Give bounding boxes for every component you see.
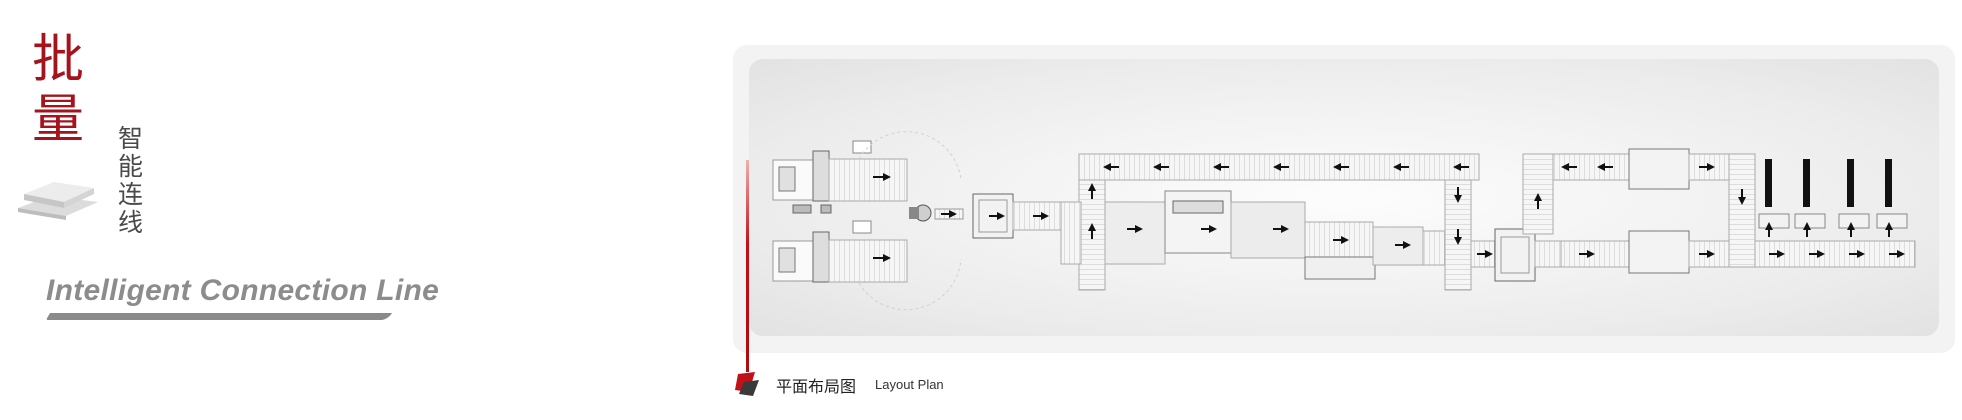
- loading-station-top: [772, 140, 908, 202]
- english-title: Intelligent Connection Line: [46, 274, 440, 307]
- panel-stack-icon: [18, 182, 98, 220]
- subtitle-zh: 智 能 连 线: [118, 125, 148, 237]
- title-char-2: 量: [32, 90, 85, 150]
- subtitle-char-1: 智: [118, 124, 144, 153]
- robot-cell: [858, 131, 964, 311]
- title-underline: [45, 313, 393, 320]
- title-char-1: 批: [32, 30, 85, 90]
- middle-loop: [1522, 148, 1756, 274]
- subtitle-char-3: 连: [118, 180, 144, 209]
- output-line: [1754, 159, 1916, 268]
- accent-red-line: [746, 160, 749, 372]
- transfer-machine-2: [1494, 228, 1536, 282]
- caption-marker-icon: [735, 372, 759, 396]
- main-process-line: [1060, 190, 1446, 280]
- subtitle-char-2: 能: [118, 152, 144, 181]
- main-title-zh: 批 量: [32, 30, 84, 150]
- transfer-machine-1: [972, 193, 1014, 239]
- production-line-layout: [772, 131, 1916, 311]
- return-conveyor-top: [1078, 153, 1480, 181]
- loading-station-bottom: [772, 220, 908, 283]
- layout-caption-zh: 平面布局图: [776, 377, 857, 396]
- subtitle-char-4: 线: [118, 208, 144, 237]
- layout-caption-en: Layout Plan: [875, 377, 944, 392]
